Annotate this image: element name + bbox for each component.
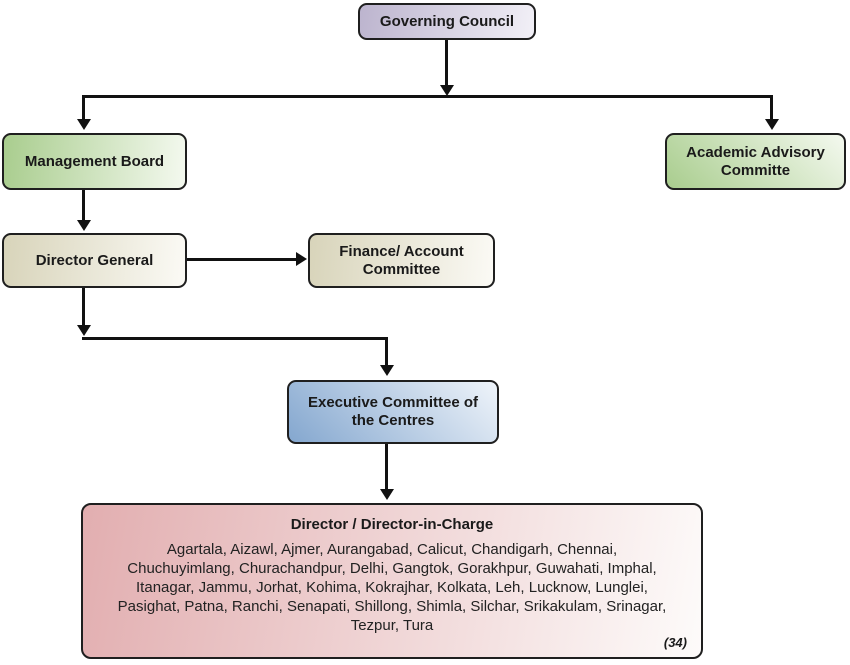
arrowhead-icon (380, 365, 394, 376)
node-label: Management Board (24, 152, 165, 170)
node-label: Executive Committee of the Centres (307, 394, 479, 429)
director-in-charge-title: Director / Director-in-Charge (290, 516, 494, 533)
connector-drop-academic (770, 97, 773, 120)
connector-mb-to-dg (82, 190, 85, 221)
connector-drop-management (82, 97, 85, 120)
node-label: Governing Council (379, 12, 515, 30)
connector-dg-down (82, 288, 85, 326)
connector-elbow-horizontal (82, 337, 388, 340)
connector-dg-to-finance (187, 258, 297, 261)
node-management-board: Management Board (2, 133, 187, 190)
connector-top-horizontal (82, 95, 773, 98)
arrowhead-icon (77, 119, 91, 130)
node-finance-account-committee: Finance/ Account Committee (308, 233, 495, 288)
node-director-in-charge: Director / Director-in-Charge Agartala, … (81, 503, 703, 659)
arrowhead-icon (77, 325, 91, 336)
connector-drop-executive (385, 340, 388, 366)
node-label: Director General (35, 251, 154, 269)
arrowhead-icon (296, 252, 307, 266)
node-academic-advisory-committe: Academic Advisory Committe (665, 133, 846, 190)
node-executive-committee: Executive Committee of the Centres (287, 380, 499, 444)
node-director-general: Director General (2, 233, 187, 288)
node-label: Finance/ Account Committee (339, 242, 464, 278)
connector-gc-down (445, 39, 448, 86)
arrowhead-icon (380, 489, 394, 500)
arrowhead-icon (765, 119, 779, 130)
arrowhead-icon (77, 220, 91, 231)
centre-list: Agartala, Aizawl, Ajmer, Aurangabad, Cal… (117, 541, 667, 634)
centre-count-note: (34) (663, 635, 687, 650)
node-governing-council: Governing Council (358, 3, 536, 40)
arrowhead-icon (440, 85, 454, 96)
connector-exec-to-directors (385, 444, 388, 490)
node-label: Academic Advisory Committe (686, 143, 825, 179)
